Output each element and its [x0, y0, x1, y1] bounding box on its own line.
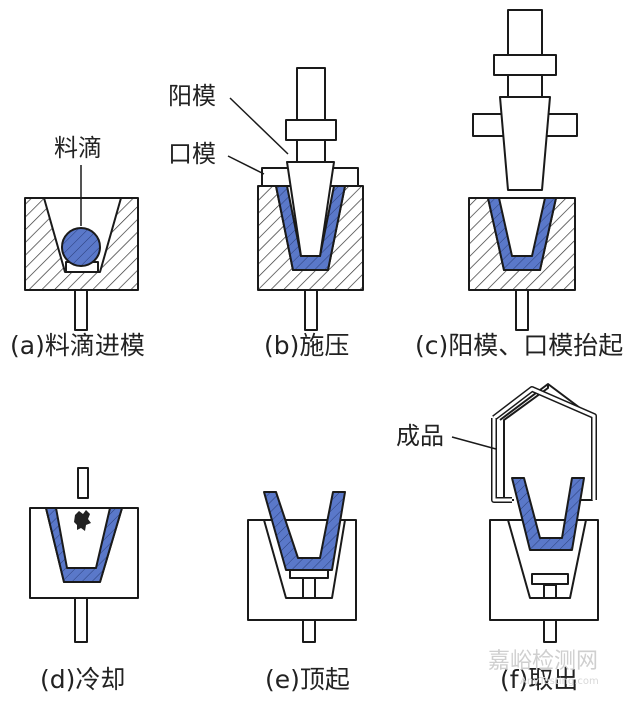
step-e-eject — [247, 491, 357, 643]
label-gob: 料滴 — [54, 134, 102, 162]
caption-f: (f)取出 — [500, 665, 578, 694]
glass-product — [511, 477, 585, 551]
glass-layer — [275, 185, 346, 271]
label-product: 成品 — [396, 422, 444, 450]
plunger-rod — [296, 67, 326, 121]
watermark-text: 嘉峪检测网 — [488, 649, 598, 674]
gripper-arm — [499, 383, 597, 501]
plunger — [499, 96, 551, 191]
gob — [61, 227, 101, 267]
step-d-cooling — [29, 467, 139, 643]
step-a-gob-loading — [24, 165, 139, 331]
step-c-lift — [468, 9, 578, 331]
plunger — [286, 161, 335, 257]
label-plunger: 阳模 — [168, 82, 216, 110]
step-b-pressing — [257, 67, 364, 331]
glass-product — [45, 507, 123, 583]
plunger-neck — [507, 74, 543, 98]
mold-body — [24, 197, 139, 291]
step-f-takeout — [489, 383, 599, 643]
gripper-frame-left-inner — [492, 418, 512, 502]
caption-a: (a)料滴进模 — [10, 331, 145, 360]
cooling-air — [74, 510, 91, 531]
caption-e: (e)顶起 — [265, 665, 350, 694]
label-ring-mold: 口模 — [168, 140, 216, 168]
plunger-flange — [285, 119, 337, 141]
ejector-seat — [531, 573, 569, 585]
plunger-flange — [493, 54, 557, 76]
plunger-rod — [507, 9, 543, 56]
plunger-neck — [296, 139, 326, 163]
mold-body — [489, 519, 599, 621]
plunger-leader-line — [229, 97, 289, 155]
cooling-nozzle — [77, 467, 89, 499]
caption-d: (d)冷却 — [40, 665, 125, 694]
gripper-frame-inner — [493, 387, 596, 500]
caption-c: (c)阳模、口模抬起 — [415, 331, 623, 360]
mold-body — [247, 519, 357, 621]
watermark-url: AnyTesting.com — [520, 676, 599, 687]
mold-body — [468, 197, 576, 291]
glass-product — [263, 491, 346, 571]
caption-b: (b)施压 — [264, 331, 349, 360]
product-leader-line — [451, 436, 497, 450]
ring-mold-leader-line — [227, 155, 265, 175]
glass-product — [487, 197, 557, 271]
